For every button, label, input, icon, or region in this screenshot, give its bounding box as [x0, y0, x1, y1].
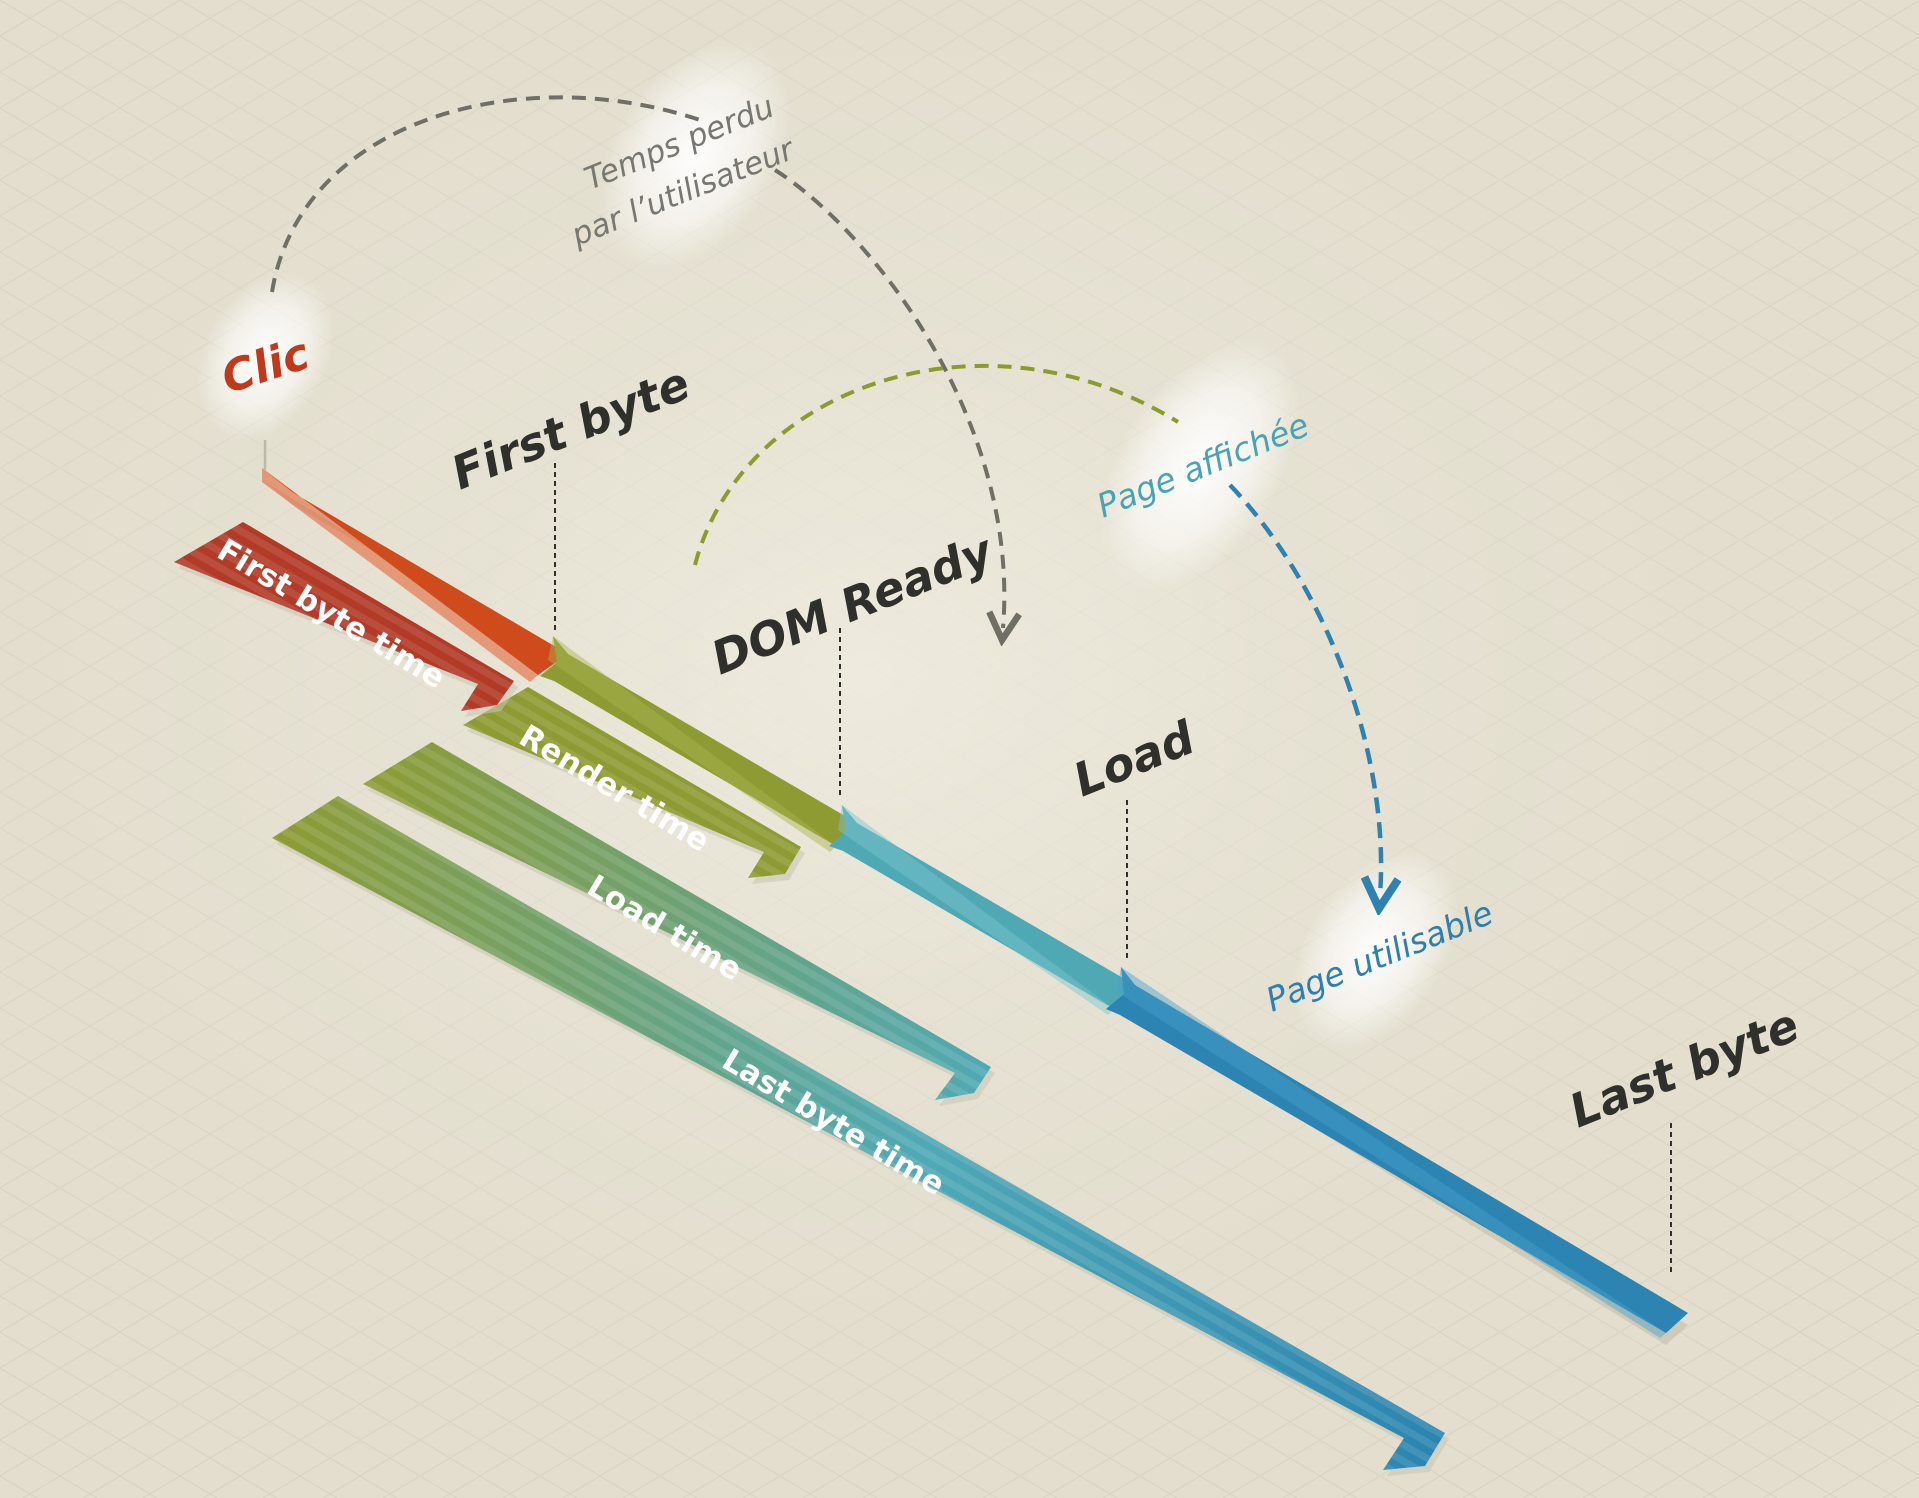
- page-affichee-glow: [1099, 338, 1301, 592]
- main-timeline-bar: [262, 468, 1688, 1345]
- usable-arc-arrow: [1228, 483, 1381, 895]
- segment-last-byte: [1106, 967, 1688, 1338]
- render-arc: [693, 363, 1180, 566]
- lost-time-arc-right-arrow: [773, 168, 1004, 628]
- duration-band-load-time: [363, 742, 995, 1106]
- duration-band-first-byte-time: [174, 522, 518, 717]
- duration-band-render-time: [463, 687, 805, 884]
- segment-render: [540, 636, 857, 852]
- segment-load: [829, 805, 1135, 1015]
- temps-perdu-glow: [598, 39, 792, 271]
- page-utilisable-glow: [1291, 849, 1459, 1051]
- lost-time-arc-left: [270, 95, 701, 293]
- duration-band-last-byte-time: [272, 796, 1449, 1476]
- clic-glow: [195, 271, 335, 441]
- segment-first-byte: [262, 468, 568, 682]
